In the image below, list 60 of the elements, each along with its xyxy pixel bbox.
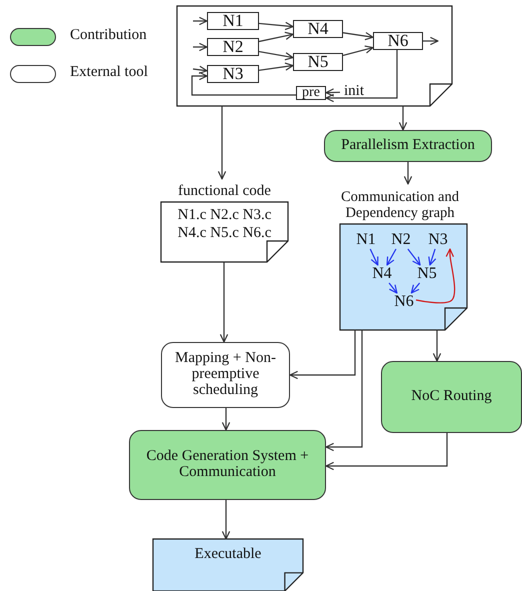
document-label: Executable <box>194 547 262 563</box>
graph-node-label: N5 <box>415 265 439 283</box>
graph-node-label: N6 <box>392 293 416 311</box>
arrow <box>428 248 436 266</box>
block-box: N2 <box>207 38 259 56</box>
block-box: N4 <box>293 20 343 38</box>
arrow <box>258 22 294 30</box>
arrow <box>342 32 374 40</box>
document-heading: Communication and Dependency graph <box>340 188 460 222</box>
arrow <box>258 51 294 60</box>
arrow <box>325 88 340 97</box>
process-box <box>324 130 492 162</box>
arrow <box>222 408 230 431</box>
arrow <box>220 262 228 343</box>
arrow <box>325 433 448 470</box>
arrow <box>192 66 208 74</box>
graph-node-label: N3 <box>426 231 450 249</box>
block-box: pre <box>296 86 326 100</box>
node-label: Code Generation System + Communication <box>145 449 310 481</box>
program-document <box>177 6 452 106</box>
arrow <box>325 330 363 452</box>
arrow <box>432 330 442 362</box>
document-heading: functional code <box>178 182 271 200</box>
block-box: N1 <box>207 12 259 30</box>
block-box: N6 <box>373 32 423 50</box>
arrow <box>191 72 296 96</box>
legend-label: External tool <box>70 64 148 81</box>
arrow <box>258 62 294 71</box>
arrow <box>386 248 396 266</box>
process-box <box>129 430 326 500</box>
node-label: Parallelism Extraction <box>341 138 475 154</box>
arrow <box>404 162 412 185</box>
arrow <box>289 330 356 380</box>
arrow <box>423 36 439 46</box>
file-list: N1.c N2.c N3.c N4.c N5.c N6.c <box>161 206 288 242</box>
graph-node-label: N4 <box>370 265 394 283</box>
arrow <box>407 248 421 266</box>
arrow <box>342 45 374 56</box>
block-box: N5 <box>293 53 343 71</box>
legend-label: Contribution <box>70 27 147 44</box>
input-label: init <box>340 84 368 100</box>
arrow <box>410 282 420 294</box>
arrow <box>398 106 408 131</box>
arrow <box>193 16 208 26</box>
arrow <box>222 500 230 540</box>
arrow <box>325 50 398 102</box>
node-label: NoC Routing <box>411 389 492 405</box>
arrow <box>388 282 398 294</box>
process-box <box>381 361 522 433</box>
arrow <box>218 106 226 180</box>
process-box <box>161 342 290 408</box>
document-shape <box>153 539 303 591</box>
arrow <box>370 248 378 266</box>
graph-node-label: N1 <box>354 231 378 249</box>
graph-node-label: N2 <box>389 231 413 249</box>
arrow <box>193 42 208 52</box>
node-label: Mapping + Non-preemptive scheduling <box>174 351 277 399</box>
arrow <box>258 32 294 42</box>
block-box: N3 <box>207 65 259 83</box>
arrow <box>416 248 456 304</box>
